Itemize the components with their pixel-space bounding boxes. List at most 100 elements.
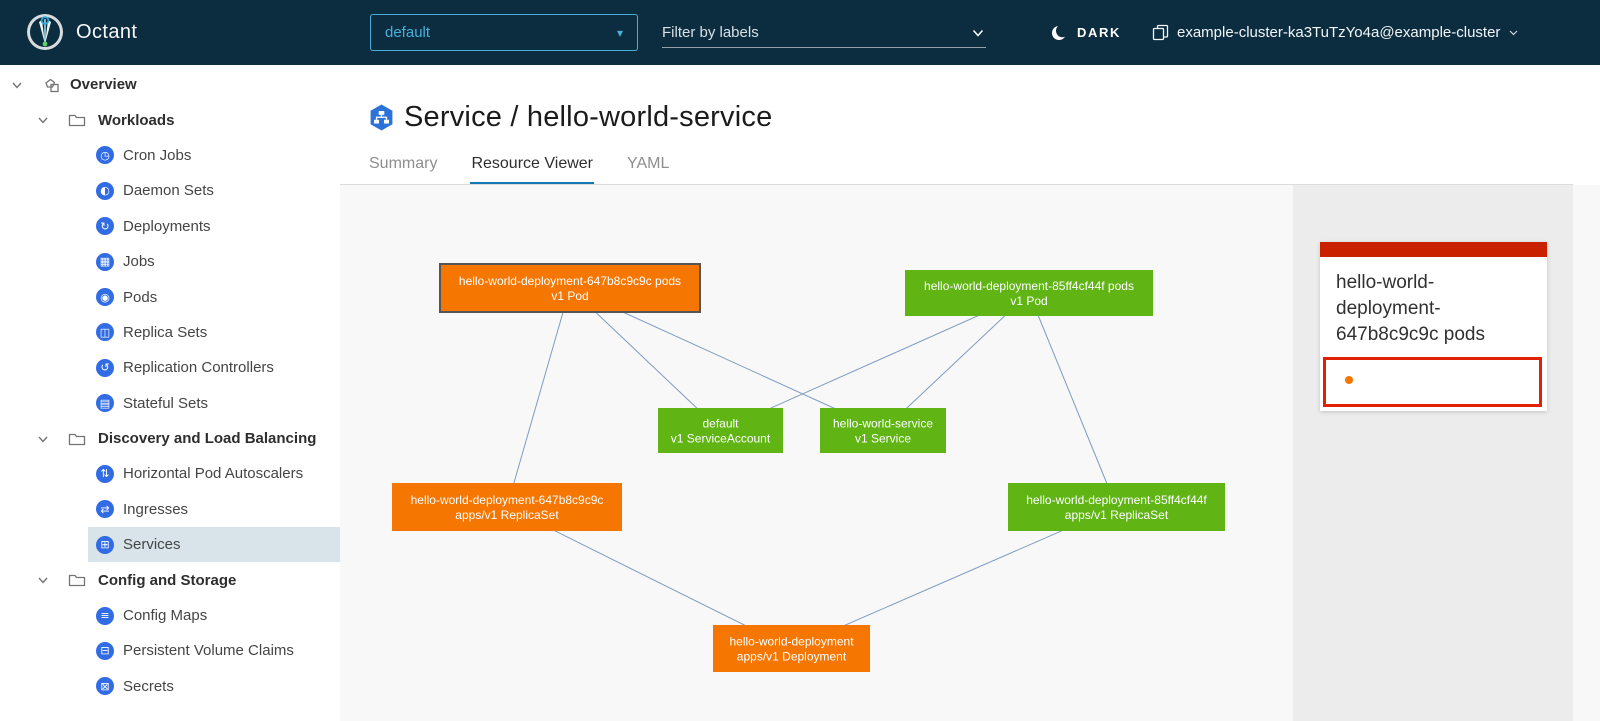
- card-title: hello-world-deployment-647b8c9c9c pods: [1336, 272, 1485, 345]
- ingresses-icon: ⇄: [96, 500, 114, 519]
- cluster-context-label: example-cluster-ka3TuTzYo4a@example-clus…: [1177, 24, 1501, 41]
- folder-icon: [68, 572, 88, 588]
- sidebar-item-persistent-volume-claims[interactable]: ⊟ Persistent Volume Claims: [0, 633, 340, 668]
- chevron-down-icon[interactable]: [36, 432, 52, 446]
- graph-node-rs-85f[interactable]: hello-world-deployment-85ff4cf44fapps/v1…: [1008, 483, 1225, 531]
- sidebar-item-label: Replica Sets: [123, 323, 208, 341]
- tab-bar: Summary Resource Viewer YAML: [368, 153, 670, 185]
- graph-node-rs-647[interactable]: hello-world-deployment-647b8c9c9capps/v1…: [392, 483, 622, 531]
- sidebar-item-ingresses[interactable]: ⇄ Ingresses: [0, 492, 340, 527]
- sidebar-item-label: Services: [123, 536, 181, 554]
- sidebar-item-label: Jobs: [123, 253, 155, 271]
- sidebar-item-label: Stateful Sets: [123, 394, 209, 412]
- tab-yaml[interactable]: YAML: [627, 155, 670, 172]
- sidebar-item-services[interactable]: ⊞ Services: [0, 527, 340, 563]
- sidebar-item-jobs[interactable]: ▦ Jobs: [0, 244, 340, 279]
- sidebar-item-overview[interactable]: Overview: [0, 67, 340, 102]
- sidebar-item-label: Config and Storage: [98, 571, 237, 589]
- caret-down-icon: ▾: [616, 25, 623, 40]
- config-maps-icon: ≡: [96, 606, 114, 625]
- jobs-icon: ▦: [96, 252, 114, 271]
- persistent-volume-claims-icon: ⊟: [96, 641, 114, 660]
- replication-controllers-icon: ↺: [96, 358, 114, 377]
- sidebar-item-label: Overview: [70, 76, 137, 94]
- sidebar-item-discovery-and-load-balancing[interactable]: Discovery and Load Balancing: [0, 421, 340, 456]
- sidebar-item-cron-jobs[interactable]: ◷ Cron Jobs: [0, 138, 340, 173]
- sidebar-item-label: Cron Jobs: [123, 146, 192, 164]
- graph-node-label: apps/v1 Deployment: [737, 650, 847, 664]
- sidebar-item-replica-sets[interactable]: ◫Replica Sets: [0, 315, 340, 350]
- graph-edge: [506, 287, 571, 508]
- sidebar-item-horizontal-pod-autoscalers[interactable]: ⇅Horizontal Pod Autoscalers: [0, 456, 340, 491]
- stateful-sets-icon: ▤: [96, 394, 114, 413]
- folder-icon: [68, 431, 88, 447]
- top-navbar: Octant default ▾ DARK: [0, 0, 1600, 65]
- chevron-down-icon[interactable]: [36, 573, 52, 587]
- pods-icon: ◉: [96, 288, 114, 307]
- tab-resource-viewer[interactable]: Resource Viewer: [470, 153, 594, 185]
- secrets-icon: ⊠: [96, 677, 114, 696]
- sidebar-item-label: Discovery and Load Balancing: [98, 430, 317, 448]
- cron-jobs-icon: ◷: [96, 146, 114, 165]
- graph-node-label: hello-world-deployment: [729, 635, 854, 649]
- cluster-context-selector[interactable]: example-cluster-ka3TuTzYo4a@example-clus…: [1152, 0, 1519, 65]
- namespace-dropdown[interactable]: default ▾: [370, 14, 638, 51]
- filter-by-labels-field: [662, 18, 986, 48]
- services-icon: ⊞: [96, 535, 114, 554]
- graph-node-pod-647[interactable]: hello-world-deployment-647b8c9c9c podsv1…: [439, 263, 701, 313]
- graph-edge: [1028, 292, 1117, 508]
- content-header: Service / hello-world-service Summary Res…: [340, 65, 1600, 185]
- chevron-down-icon[interactable]: [970, 25, 986, 41]
- pod-status-box[interactable]: [1323, 357, 1542, 407]
- sidebar-item-config-maps[interactable]: ≡ Config Maps: [0, 598, 340, 633]
- graph-node-label: hello-world-deployment-647b8c9c9c: [411, 493, 604, 507]
- sidebar-item-daemon-sets[interactable]: ◐Daemon Sets: [0, 173, 340, 208]
- page-title: Service / hello-world-service: [404, 101, 773, 133]
- sidebar-item-label: Pods: [123, 288, 158, 306]
- sidebar-item-deployments[interactable]: ↻Deployments: [0, 209, 340, 244]
- chevron-down-icon[interactable]: [36, 113, 52, 127]
- graph-node-label: hello-world-deployment-85ff4cf44f: [1026, 493, 1207, 507]
- sidebar-item-label: Config Maps: [123, 607, 208, 625]
- service-resource-icon: [368, 104, 395, 131]
- pod-status-dot: [1345, 376, 1353, 384]
- graph-node-label: hello-world-service: [833, 417, 933, 431]
- dark-toggle-label: DARK: [1077, 25, 1121, 40]
- dark-theme-toggle[interactable]: DARK: [1050, 0, 1121, 65]
- graph-node-pod-85f[interactable]: hello-world-deployment-85ff4cf44f podsv1…: [905, 270, 1153, 316]
- deployments-icon: ↻: [96, 217, 114, 236]
- moon-icon: [1050, 23, 1068, 42]
- sidebar-item-config-and-storage[interactable]: Config and Storage: [0, 562, 340, 597]
- sidebar-item-label: Replication Controllers: [123, 359, 274, 377]
- graph-node-label: default: [702, 417, 739, 431]
- filter-by-labels-input[interactable]: [662, 24, 970, 41]
- namespace-dropdown-value: default: [385, 24, 431, 41]
- graph-node-label: hello-world-deployment-85ff4cf44f pods: [924, 279, 1134, 293]
- chevron-down-icon[interactable]: [10, 78, 26, 92]
- graph-node-label: apps/v1 ReplicaSet: [1065, 508, 1169, 522]
- sidebar-item-label: Ingresses: [123, 500, 189, 518]
- graph-node-label: v1 Pod: [551, 289, 588, 303]
- tab-divider: [340, 184, 1573, 185]
- node-detail-panel: hello-world-deployment-647b8c9c9c pods: [1293, 185, 1573, 721]
- selected-node-card: hello-world-deployment-647b8c9c9c pods: [1320, 242, 1547, 411]
- graph-node-label: v1 Service: [855, 432, 911, 446]
- tab-summary[interactable]: Summary: [369, 155, 438, 172]
- graph-node-label: v1 Pod: [1010, 294, 1047, 308]
- sidebar-item-replication-controllers[interactable]: ↺ Replication Controllers: [0, 350, 340, 385]
- sidebar-item-label: Workloads: [98, 111, 175, 129]
- chevron-down-icon: [1508, 27, 1519, 38]
- sidebar-item-secrets[interactable]: ⊠Secrets: [0, 669, 340, 704]
- sidebar-item-stateful-sets[interactable]: ▤ Stateful Sets: [0, 386, 340, 421]
- horizontal-pod-autoscalers-icon: ⇅: [96, 464, 114, 483]
- octant-logo-icon: [26, 13, 64, 51]
- sidebar-item-pods[interactable]: ◉ Pods: [0, 279, 340, 314]
- sidebar-item-label: Persistent Volume Claims: [123, 642, 294, 660]
- sidebar-item-workloads[interactable]: Workloads: [0, 102, 340, 137]
- graph-node-label: hello-world-deployment-647b8c9c9c pods: [459, 274, 681, 288]
